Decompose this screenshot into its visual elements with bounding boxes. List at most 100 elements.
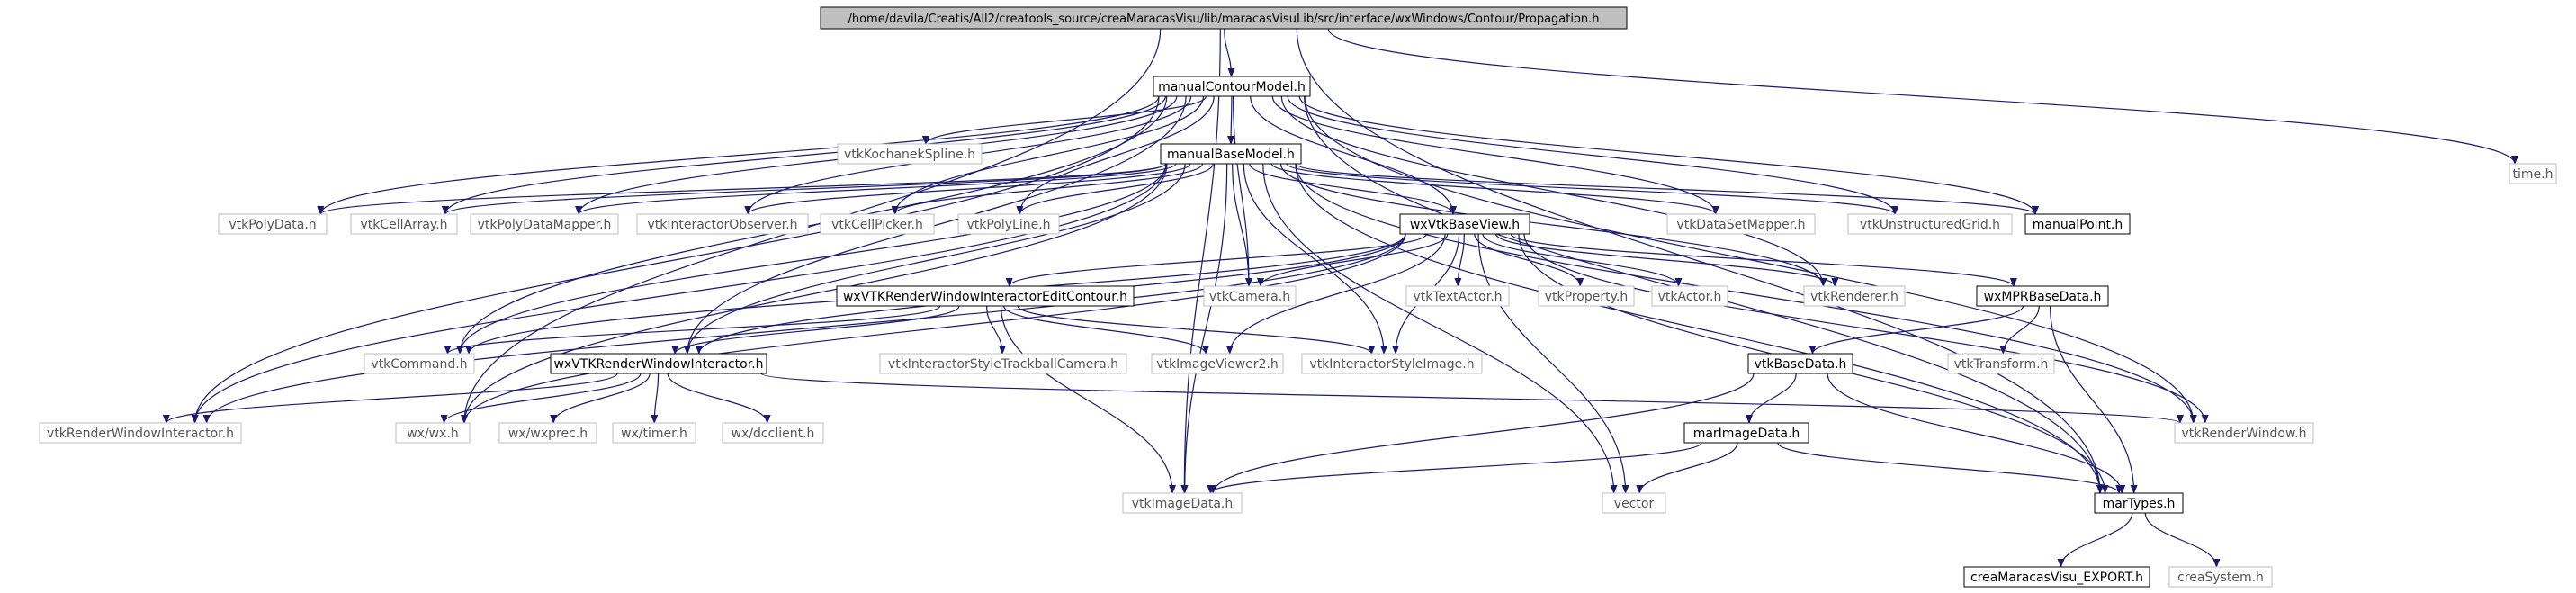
node-wxwxprec[interactable]: wx/wxprec.h (498, 422, 597, 444)
node-vtk-property[interactable]: vtkProperty.h (1538, 285, 1635, 307)
edge-manual-contour-model-to-manual-base-model (1227, 95, 1235, 145)
node-vtk-image-viewer2[interactable]: vtkImageViewer2.h (1151, 353, 1284, 374)
node-label: vtkTransform.h (1954, 357, 2049, 372)
node-label: vtkBaseData.h (1755, 357, 1847, 372)
node-label: vtkCellPicker.h (831, 218, 923, 232)
node-vtk-command[interactable]: vtkCommand.h (364, 353, 475, 374)
edge-manual-base-model-to-vtk-image-data (1180, 163, 1228, 494)
node-vtk-poly-line[interactable]: vtkPolyLine.h (957, 213, 1060, 235)
node-vtk-base-data[interactable]: vtkBaseData.h (1747, 353, 1853, 374)
edge-mar-image-data-to-vector (1636, 442, 1738, 494)
edge-manual-base-model-to-vtk-render-window-interactor (191, 163, 1167, 424)
edge-wx-vtkrwi-to-wxtimer (651, 373, 660, 424)
node-box (1160, 143, 1302, 165)
node-manual-point[interactable]: manualPoint.h (2024, 213, 2131, 235)
edge-wx-vtkrwi-to-vtk-render-window-interactor (162, 373, 618, 424)
node-label: vtkImageData.h (1132, 497, 1233, 511)
edge-wx-vtk-base-view-to-vtk-render-window (1523, 233, 2209, 424)
edge-wx-vtkrwi-to-wxwxprec (550, 373, 651, 424)
node-vtk-poly-data[interactable]: vtkPolyData.h (218, 213, 328, 235)
node-box (879, 353, 1127, 374)
node-label: /home/davila/Creatis/All2/creatools_sour… (848, 13, 1599, 26)
node-wx-vtkrwiedit-contour[interactable]: wxVTKRenderWindowInteractorEditContour.h (836, 285, 1135, 307)
node-crea-maracas-visu-export[interactable]: creaMaracasVisu_EXPORT.h (1963, 566, 2150, 588)
edge-manual-base-model-to-wxwx (461, 163, 1168, 424)
node-label: vtkInteractorObserver.h (647, 218, 797, 232)
node-label: wx/wxprec.h (508, 427, 588, 441)
node-vtk-image-data[interactable]: vtkImageData.h (1122, 492, 1243, 514)
node-vtk-poly-data-mapper[interactable]: vtkPolyDataMapper.h (470, 213, 619, 235)
node-vtk-render-window-interactor[interactable]: vtkRenderWindowInteractor.h (39, 422, 242, 444)
node-wx-mprbase-data[interactable]: wxMPRBaseData.h (1976, 285, 2109, 307)
node-vtk-interactor-style-image[interactable]: vtkInteractorStyleImage.h (1301, 353, 1483, 374)
node-label: wxVtkBaseView.h (1410, 218, 1520, 232)
node-vtk-transform[interactable]: vtkTransform.h (1947, 353, 2055, 374)
edge-wx-vtkrwiedit-contour-to-wx-vtkrwi (671, 305, 960, 355)
node-time[interactable]: time.h (2509, 163, 2557, 184)
node-vector[interactable]: vector (1602, 492, 1666, 514)
node-vtk-data-set-mapper[interactable]: vtkDataSetMapper.h (1666, 213, 1816, 235)
node-vtk-camera[interactable]: vtkCamera.h (1203, 285, 1297, 307)
node-crea-system[interactable]: creaSystem.h (2168, 566, 2273, 588)
node-label: vtkCommand.h (371, 357, 467, 372)
node-mar-types[interactable]: marTypes.h (2094, 492, 2184, 514)
node-vtk-interactor-observer[interactable]: vtkInteractorObserver.h (636, 213, 809, 235)
node-label: wx/wx.h (407, 427, 459, 441)
node-vtk-text-actor[interactable]: vtkTextActor.h (1405, 285, 1510, 307)
node-wx-vtk-base-view[interactable]: wxVtkBaseView.h (1399, 213, 1530, 235)
node-vtk-renderer[interactable]: vtkRenderer.h (1803, 285, 1906, 307)
node-wxtimer[interactable]: wx/timer.h (612, 422, 696, 444)
node-vtk-unstructured-grid[interactable]: vtkUnstructuredGrid.h (1847, 213, 2013, 235)
node-box (1666, 213, 1816, 235)
node-label: vtkDataSetMapper.h (1676, 218, 1805, 232)
edge-manual-base-model-to-vector (1262, 163, 1618, 494)
edge-manual-base-model-to-vtk-poly-line (1016, 163, 1214, 215)
edge-wx-vtkrwi-to-wxwx (440, 373, 642, 424)
node-box (395, 422, 471, 444)
edge-manual-base-model-to-vtk-poly-data-mapper (575, 163, 1177, 215)
node-manual-contour-model[interactable]: manualContourModel.h (1153, 76, 1311, 97)
edge-manual-contour-model-to-manual-point (1298, 95, 2039, 215)
edge-manual-contour-model-to-wx-vtk-base-view (1250, 95, 1458, 215)
node-box (1399, 213, 1530, 235)
node-box (1683, 422, 1809, 444)
node-vtk-kochanek-spline[interactable]: vtkKochanekSpline.h (837, 143, 983, 165)
node-label: vtkRenderer.h (1810, 290, 1898, 304)
node-label: vtkProperty.h (1545, 290, 1628, 304)
node-wxdcclient[interactable]: wx/dcclient.h (722, 422, 824, 444)
edge-wx-vtkrwiedit-contour-to-vtk-command (444, 305, 941, 355)
edge-wx-vtkrwi-to-wxdcclient (667, 373, 771, 424)
edge-vtk-base-data-to-vtk-image-data (1209, 373, 1755, 494)
node-box (1151, 353, 1284, 374)
node-label: manualPoint.h (2033, 218, 2123, 232)
node-manual-base-model[interactable]: manualBaseModel.h (1160, 143, 1302, 165)
node-box (1651, 285, 1728, 307)
edge-manual-base-model-to-mar-types (1295, 163, 2104, 494)
edge-manual-contour-model-to-wx-vtkrwi (683, 95, 1187, 355)
edge-wx-mprbase-data-to-mar-types (2049, 305, 2138, 494)
edge-manual-base-model-to-vtk-data-set-mapper (1270, 163, 1719, 215)
node-label: vtkCamera.h (1209, 290, 1290, 304)
node-wxwx[interactable]: wx/wx.h (395, 422, 471, 444)
node-box (722, 422, 824, 444)
node-label: creaMaracasVisu_EXPORT.h (1970, 571, 2143, 585)
node-box (498, 422, 597, 444)
node-vtk-cell-array[interactable]: vtkCellArray.h (350, 213, 458, 235)
node-vtk-cell-picker[interactable]: vtkCellPicker.h (820, 213, 935, 235)
edge-wx-mprbase-data-to-vtk-transform (1999, 305, 2040, 355)
node-box (1122, 492, 1243, 514)
node-vtk-interactor-style-trackball-camera[interactable]: vtkInteractorStyleTrackballCamera.h (879, 353, 1127, 374)
node-mar-image-data[interactable]: marImageData.h (1683, 422, 1809, 444)
edge-wx-vtk-base-view-to-vtk-actor (1482, 233, 1683, 287)
edge-vtk-base-data-to-mar-image-data (1746, 373, 1797, 424)
node-label: marImageData.h (1693, 427, 1800, 441)
node-vtk-actor[interactable]: vtkActor.h (1651, 285, 1728, 307)
node-wx-vtkrwi[interactable]: wxVTKRenderWindowInteractor.h (550, 353, 767, 374)
node-vtk-render-window[interactable]: vtkRenderWindow.h (2174, 422, 2314, 444)
node-label: vtkUnstructuredGrid.h (1860, 218, 2000, 232)
node-box (2168, 566, 2273, 588)
node-label: wx/dcclient.h (732, 427, 815, 441)
node-box (1947, 353, 2055, 374)
edge-mar-image-data-to-mar-types (1777, 442, 2123, 494)
